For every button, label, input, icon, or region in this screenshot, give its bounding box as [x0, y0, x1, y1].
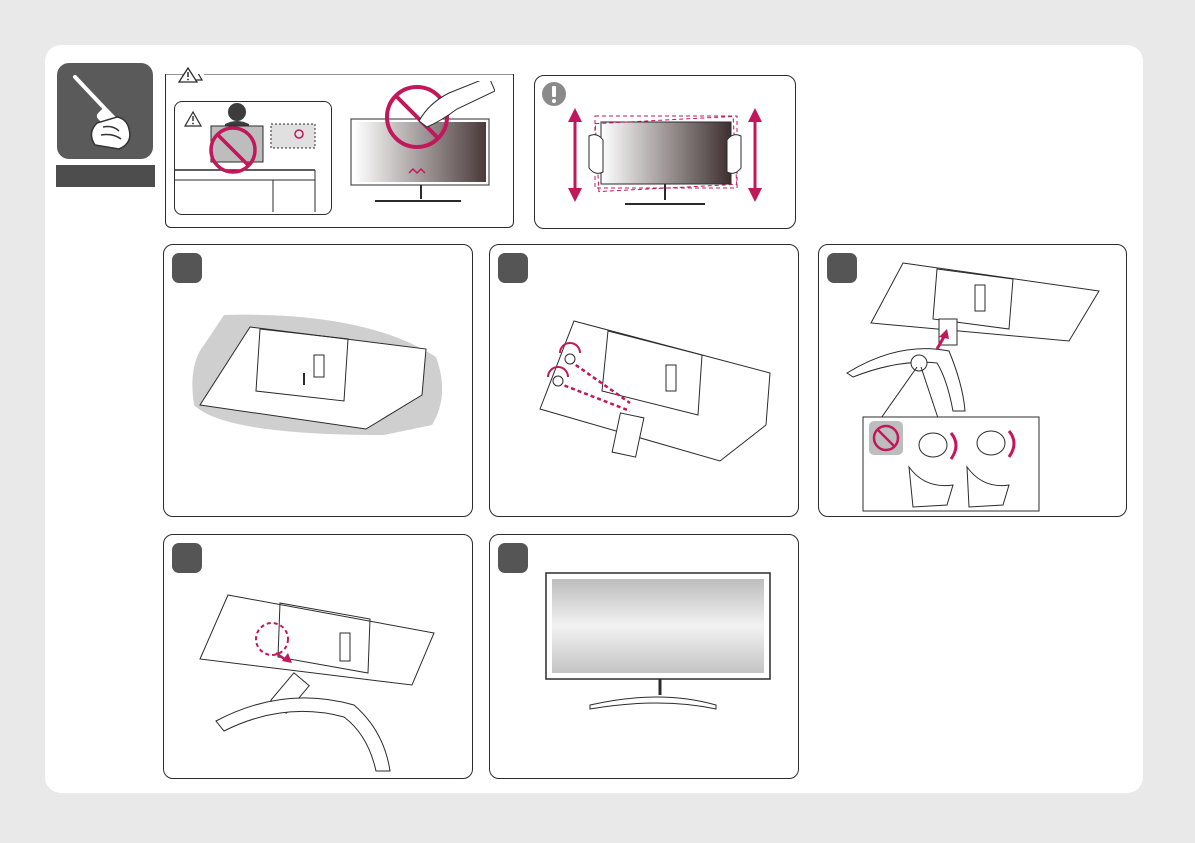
screwdriver-hand-icon: [57, 63, 153, 159]
notice-panel: [534, 75, 796, 229]
do-not-touch-screen-icon: [417, 117, 418, 118]
step-2-panel: [489, 244, 799, 517]
step-4-panel: [163, 534, 473, 779]
step-3-panel: [818, 244, 1127, 517]
caution-desk-illustration: [174, 101, 332, 215]
warning-triangle-icon: [178, 67, 198, 83]
exclamation-icon: [541, 81, 567, 107]
manual-page: [45, 45, 1143, 793]
tool-label-bar: [56, 165, 155, 187]
caution-touch-illustration: [349, 81, 495, 211]
step-5-panel: [489, 534, 799, 779]
step-1-panel: [163, 244, 473, 517]
do-not-press-screen-icon: [209, 127, 210, 128]
